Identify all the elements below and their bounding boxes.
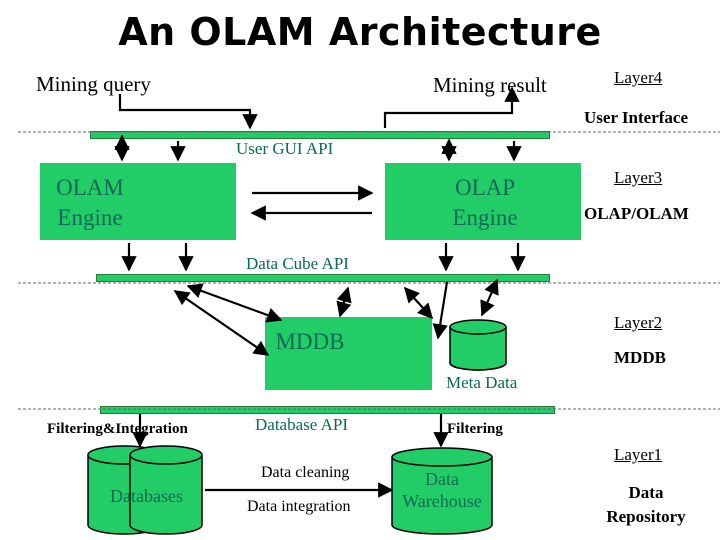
olam-engine-line1: OLAM: [56, 175, 124, 200]
filtering-label: Filtering: [447, 421, 503, 437]
layer1-desc-line1: Data: [628, 483, 664, 502]
olam-engine-box: OLAM Engine: [40, 163, 236, 240]
layer3-desc: OLAP/OLAM: [584, 204, 689, 223]
meta-data-cylinder: [449, 319, 507, 371]
database-api-label: Database API: [255, 415, 349, 434]
cube-metadata-arrow: [480, 278, 499, 317]
layer3-label: Layer3: [614, 168, 663, 187]
mddb-box: MDDB: [265, 317, 432, 390]
mining-result-arrow: [383, 86, 520, 128]
mddb-label: MDDB: [275, 329, 345, 354]
data-cube-api-bar: [96, 274, 550, 282]
data-cleaning-label: Data cleaning: [261, 464, 350, 481]
databases-cylinders: [87, 445, 203, 535]
olap-engine-line2: Engine: [452, 205, 518, 230]
data-warehouse-cylinder: [391, 447, 493, 535]
olap-engine-line1: OLAP: [454, 175, 516, 200]
layer-separator-lines: [18, 131, 720, 410]
page-title: An OLAM Architecture: [118, 10, 602, 54]
layer4-label: Layer4: [614, 68, 663, 87]
cube-mddb-arrow-5: [432, 281, 449, 340]
olap-engine-box: OLAP Engine: [385, 163, 581, 240]
warehouse-label-line2: Warehouse: [402, 491, 482, 511]
mining-result-label: Mining result: [433, 73, 547, 97]
layer2-desc: MDDB: [614, 348, 666, 367]
layer1-label: Layer1: [614, 445, 663, 464]
data-cube-api-label: Data Cube API: [246, 254, 349, 273]
database-api-bar: [100, 406, 555, 414]
warehouse-label: Data Warehouse: [392, 468, 492, 512]
user-gui-api-label: User GUI API: [236, 139, 334, 158]
data-integration-label: Data integration: [247, 498, 351, 515]
layer4-desc: User Interface: [584, 108, 689, 127]
layer1-desc: Data Repository: [596, 481, 696, 529]
olam-engine-line2: Engine: [57, 205, 123, 230]
warehouse-label-line1: Data: [425, 469, 459, 489]
layer1-desc-line2: Repository: [606, 507, 686, 526]
mining-query-label: Mining query: [36, 72, 151, 96]
cube-mddb-arrow-2: [186, 283, 283, 323]
cube-mddb-arrow-1: [173, 290, 270, 356]
filtering-integration-label: Filtering&Integration: [47, 421, 188, 437]
layer2-label: Layer2: [614, 313, 663, 332]
meta-data-label: Meta Data: [446, 373, 518, 392]
cube-mddb-arrow-4: [403, 286, 434, 320]
databases-label: Databases: [110, 486, 183, 506]
mining-query-arrow: [118, 94, 258, 130]
cube-mddb-arrow-3: [336, 286, 352, 318]
